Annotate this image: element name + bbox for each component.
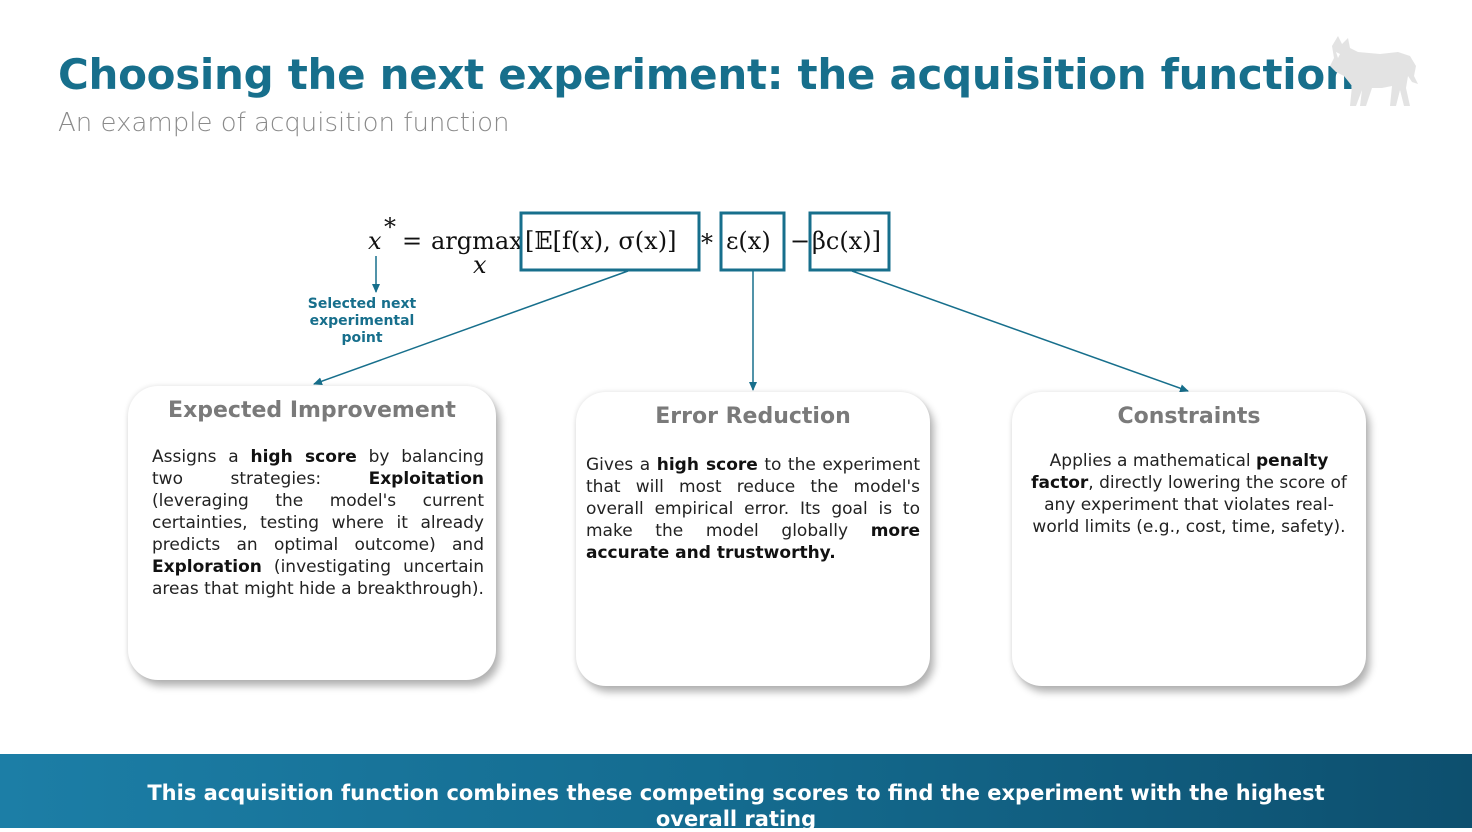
card-title: Expected Improvement (168, 398, 456, 423)
card-body-text: (leveraging the model's current certaint… (152, 491, 484, 555)
formula-minus: − (790, 227, 810, 255)
formula-star: * (384, 213, 396, 241)
card-constraints: Constraints Applies a mathematical penal… (1012, 392, 1366, 686)
card-body-text: , directly lowering the score of any exp… (1032, 473, 1347, 537)
card-body-emphasis: penalty factor (1031, 451, 1329, 493)
card-error-reduction: Error Reduction Gives a high score to th… (576, 392, 930, 686)
page-title: Choosing the next experiment: the acquis… (58, 50, 1355, 99)
footer-banner: This acquisition function combines these… (0, 754, 1472, 831)
card-body-emphasis: Exploitation (368, 469, 484, 489)
formula-term-expected: [𝔼[f(x), σ(x)] (525, 227, 676, 255)
card-body-text: Gives a (586, 455, 657, 475)
card-body-text: (investigating uncertain areas that migh… (152, 557, 484, 599)
formula: x * = argmax x [𝔼[f(x), σ(x)] * ε(x) − β… (368, 213, 881, 279)
formula-term-error: ε(x) (726, 227, 771, 255)
card-expected-improvement: Expected Improvement Assigns a high scor… (128, 386, 496, 680)
arrow-to-constraints (851, 270, 1189, 393)
card-body-text: Applies a mathematical (1049, 451, 1257, 471)
arrow-to-expected-improvement (313, 270, 629, 386)
card-body: Assigns a high score by balancing two st… (152, 446, 484, 600)
card-body-text: by balancing two strategies: (152, 447, 484, 489)
formula-lhs: x (368, 227, 382, 255)
formula-argmax-sub: x (473, 251, 487, 279)
page-subtitle: An example of acquisition function (58, 108, 510, 138)
formula-box-expected (519, 211, 701, 272)
formula-argmax: argmax (431, 227, 523, 255)
formula-box-error (719, 211, 786, 272)
selected-point-label: Selected next experimental point (307, 296, 417, 346)
card-body-emphasis: high score (656, 455, 758, 475)
card-body: Gives a high score to the experiment tha… (586, 454, 920, 564)
six-legged-dog-logo-icon (1330, 36, 1418, 106)
card-body-emphasis: Exploration (152, 557, 262, 577)
card-title: Constraints (1117, 404, 1261, 429)
card-body-emphasis: high score (250, 447, 357, 467)
card-title: Error Reduction (655, 404, 851, 429)
card-body-text: Assigns a (152, 447, 251, 467)
card-body-emphasis: more accurate and trustworthy. (586, 521, 920, 563)
card-body-text: to the experiment that will most reduce … (586, 455, 920, 541)
formula-term-constraint: βc(x)] (812, 227, 881, 255)
footer-text: This acquisition function combines these… (147, 781, 1325, 831)
formula-box-constraint (808, 211, 891, 272)
formula-times: * (701, 229, 713, 257)
formula-equals: = (402, 227, 422, 255)
card-body: Applies a mathematical penalty factor, d… (1024, 450, 1354, 538)
